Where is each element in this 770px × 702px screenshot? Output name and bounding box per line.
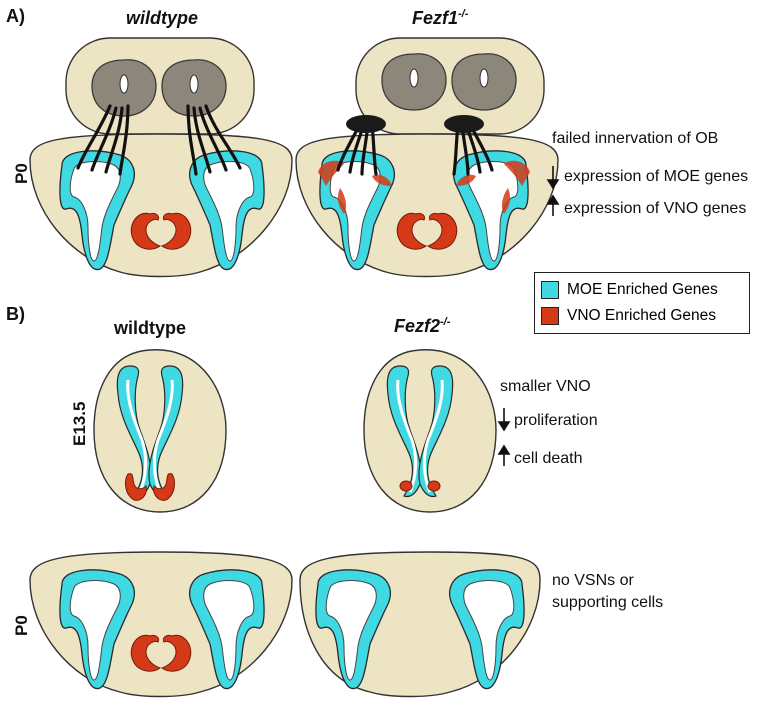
b-wildtype-p0-nasal-cavity <box>30 552 292 697</box>
panel-a-right-title: Fezf1-/- <box>412 8 468 29</box>
panel-b-label: B) <box>6 304 25 325</box>
b-wildtype-e13-head <box>94 350 226 512</box>
legend-moe-swatch <box>541 281 559 299</box>
legend-moe: MOE Enriched Genes <box>541 279 718 301</box>
b-fezf2-p0-nasal-cavity <box>300 552 540 697</box>
panel-b-note-top-1: smaller VNO <box>500 378 591 396</box>
panel-b-note-top-2: proliferation <box>514 412 598 430</box>
panel-b-note-bottom-1: no VSNs or <box>552 572 634 590</box>
a-wildtype-olfactory-bulbs <box>66 38 254 134</box>
panel-b-note-bottom-2: supporting cells <box>552 594 663 612</box>
b-note-arrows <box>499 408 509 466</box>
legend-vno-label: VNO Enriched Genes <box>567 307 716 325</box>
legend: MOE Enriched Genes VNO Enriched Genes <box>534 272 750 334</box>
panel-b-left-title: wildtype <box>114 318 186 339</box>
panel-a-note-1: failed innervation of OB <box>552 130 718 148</box>
panel-b-stage-bottom: P0 <box>12 615 32 636</box>
panel-a-left-title: wildtype <box>126 8 198 29</box>
b-fezf2-e13-head <box>364 350 496 512</box>
legend-vno-swatch <box>541 307 559 325</box>
panel-a-stage: P0 <box>12 163 32 184</box>
legend-moe-label: MOE Enriched Genes <box>567 281 718 299</box>
panel-a-label: A) <box>6 6 25 27</box>
panel-b-note-top-3: cell death <box>514 450 583 468</box>
panel-b-stage-top: E13.5 <box>70 402 90 446</box>
a-fezf1-nasal-cavity <box>296 115 558 277</box>
panel-a-note-2: expression of MOE genes <box>564 168 748 186</box>
panel-a-note-3: expression of VNO genes <box>564 200 746 218</box>
legend-vno: VNO Enriched Genes <box>541 305 716 327</box>
panel-b-right-title: Fezf2-/- <box>394 316 450 337</box>
